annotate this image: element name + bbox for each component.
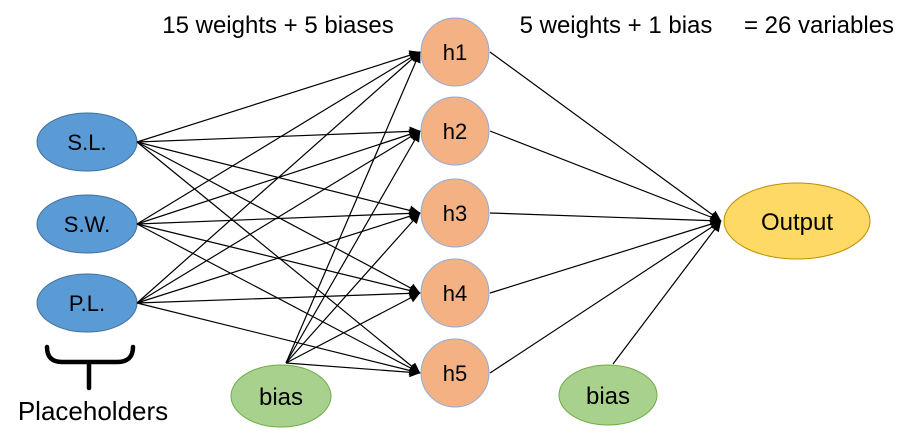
hidden-node-h4: h4 [420, 258, 490, 328]
output-layer-params-label: 5 weights + 1 bias [520, 12, 713, 39]
hidden-node-h3: h3 [420, 178, 490, 248]
edge-pl-h4 [136, 288, 421, 304]
edge-lines [136, 50, 722, 378]
hidden-node-h5-label: h5 [443, 361, 467, 386]
total-variables-label: = 26 variables [744, 12, 894, 39]
output-node-shape [723, 182, 871, 260]
edge-bias1-h5 [285, 362, 421, 378]
hidden-node-h2-shape [420, 96, 490, 166]
edge-pl-h1 [136, 51, 421, 304]
hidden-node-h1: h1 [420, 17, 490, 87]
hidden-bias-node: bias [230, 364, 332, 428]
placeholders-brace [44, 344, 136, 365]
hidden-bias-node-shape [230, 364, 332, 428]
edge-pl-h3 [136, 211, 421, 304]
hidden-node-h4-shape [420, 258, 490, 328]
input-node-sl: S.L. [36, 112, 138, 172]
edge-bias1-h2 [285, 130, 421, 364]
output-bias-node: bias [558, 364, 658, 426]
edge-sw-h1 [136, 51, 421, 225]
edge-h4-output [489, 219, 722, 294]
input-node-sw-label: S.W. [64, 212, 110, 237]
input-node-sw: S.W. [36, 194, 138, 254]
hidden-layer-params-label: 15 weights + 5 biases [162, 12, 393, 39]
edge-h5-output [489, 220, 722, 374]
edge-h2-output [489, 130, 722, 222]
edge-pl-h2 [136, 130, 421, 304]
input-node-sl-label: S.L. [67, 130, 106, 155]
placeholders-label: Placeholders [18, 396, 168, 426]
hidden-node-h1-label: h1 [443, 40, 467, 65]
edge-bias2-output [612, 220, 722, 365]
edge-h3-output [489, 212, 722, 226]
hidden-node-h5-shape [420, 338, 490, 408]
edge-sl-h1 [136, 50, 421, 143]
edge-h1-output [489, 51, 722, 222]
output-node-label: Output [761, 209, 833, 236]
hidden-node-h3-label: h3 [443, 201, 467, 226]
placeholders-group: Placeholders [18, 344, 168, 426]
edge-bias1-h1 [285, 51, 421, 364]
output-node: Output [723, 182, 871, 260]
hidden-bias-node-label: bias [259, 384, 303, 411]
hidden-node-h3-shape [420, 178, 490, 248]
hidden-node-h1-shape [420, 17, 490, 87]
hidden-node-h2: h2 [420, 96, 490, 166]
edge-pl-h5 [136, 302, 421, 376]
output-bias-node-shape [558, 364, 658, 426]
edge-bias1-h3 [285, 212, 421, 364]
input-node-pl: P.L. [36, 273, 138, 333]
input-node-pl-label: P.L. [69, 291, 105, 316]
hidden-node-h2-label: h2 [443, 119, 467, 144]
hidden-node-h5: h5 [420, 338, 490, 408]
edge-bias1-h4 [285, 292, 421, 364]
hidden-node-h4-label: h4 [443, 281, 467, 306]
edge-sw-h3 [136, 208, 421, 225]
output-bias-node-label: bias [586, 383, 630, 410]
edge-sl-h2 [136, 126, 421, 143]
